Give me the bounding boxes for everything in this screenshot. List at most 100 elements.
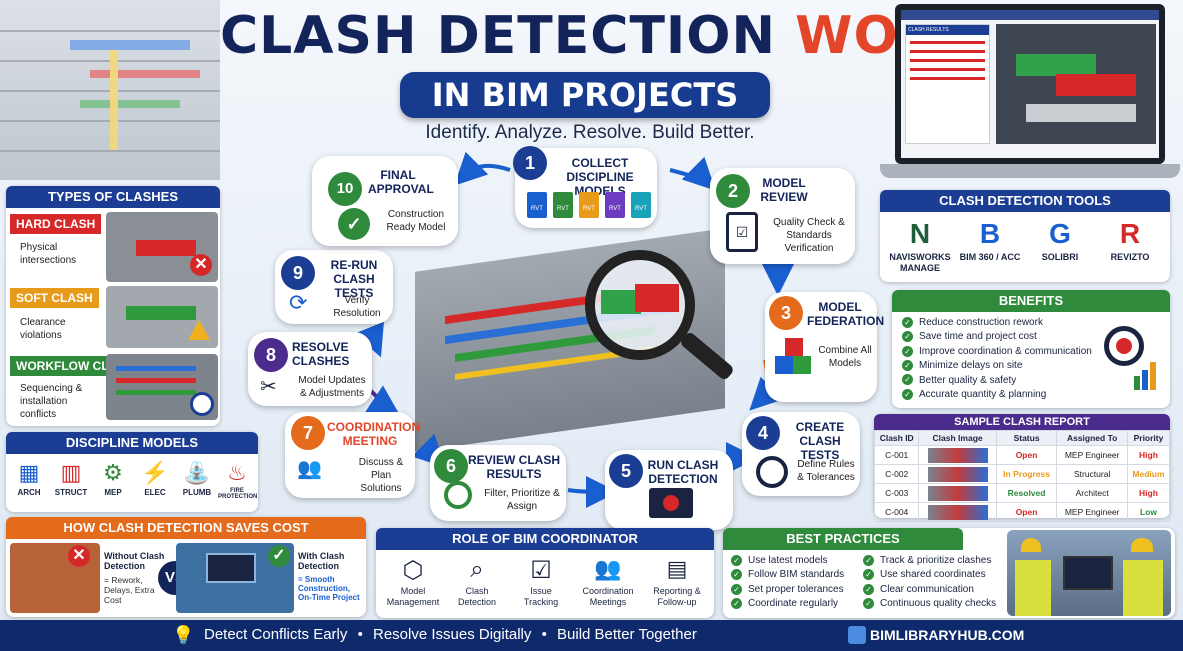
step-5-title: RUN CLASH DETECTION <box>647 458 719 486</box>
practice-item: ✓Continuous quality checks <box>863 597 996 611</box>
check-icon: ✓ <box>902 388 913 400</box>
building-icon: ▦ <box>18 460 40 485</box>
refresh-icon: ⟳ <box>289 290 308 315</box>
benefit-item: ✓Minimize delays on site <box>902 359 1092 373</box>
clash-thumbnail <box>918 502 997 522</box>
clipboard-icon: ☑ <box>726 212 758 252</box>
mep-icon: ⚙ <box>103 460 123 485</box>
laptop-panel-title: CLASH RESULTS <box>906 25 989 35</box>
check-icon: ✓ <box>863 598 874 610</box>
soft-clash-desc: Clearance violations <box>20 317 66 341</box>
table-cell: High <box>1126 445 1171 465</box>
table-cell: C-003 <box>873 483 920 503</box>
tools-title: CLASH DETECTION TOOLS <box>880 190 1170 212</box>
footer-bar: 💡 Detect Conflicts Early • Resolve Issue… <box>0 620 1183 651</box>
column-header: Status <box>995 430 1058 446</box>
step-5-run-clash-detection: 5 RUN CLASH DETECTION <box>605 450 733 530</box>
best-practices-title: BEST PRACTICES <box>723 528 963 550</box>
cost-panel: HOW CLASH DETECTION SAVES COST ✕ Without… <box>6 517 366 617</box>
discipline-fire: ♨FIRE PROTECTION <box>218 460 258 500</box>
check-icon: ✓ <box>863 569 874 581</box>
step-9-number: 9 <box>281 256 315 290</box>
practice-item: ✓Set proper tolerances <box>731 583 844 597</box>
check-icon: ✓ <box>902 345 913 357</box>
step-6-title: REVIEW CLASH RESULTS <box>467 453 560 481</box>
discipline-mep: ⚙MEP <box>94 460 132 497</box>
workflow-clash-desc: Sequencing & installation conflicts <box>20 383 83 420</box>
role-reporting: ▤ Reporting & Follow-up <box>646 556 708 608</box>
with-title: With Clash Detection <box>298 551 345 571</box>
benefits-list: ✓Reduce construction rework ✓Save time a… <box>902 316 1092 402</box>
table-cell: Resolved <box>995 483 1058 503</box>
step-8-title: RESOLVE CLASHES <box>292 340 350 368</box>
step-8-number: 8 <box>254 338 288 372</box>
check-icon: ✓ <box>863 554 874 566</box>
table-cell: MEP Engineer <box>1056 502 1128 522</box>
step-8-resolve-clashes: 8 RESOLVE CLASHES ✂ Model Updates & Adju… <box>248 332 372 406</box>
magnifier-chart-icon <box>444 481 472 509</box>
practice-item: ✓Track & prioritize clashes <box>863 554 996 568</box>
step-6-review-results: 6 REVIEW CLASH RESULTS Filter, Prioritiz… <box>430 445 566 521</box>
step-4-title: CREATE CLASH TESTS <box>795 420 845 462</box>
step-7-title: COORDINATION MEETING <box>327 420 421 448</box>
monitor-icon <box>649 488 693 518</box>
table-cell: C-004 <box>873 502 920 522</box>
step-9-rerun-tests: 9 RE-RUN CLASH TESTS ⟳ Verify Resolution <box>275 250 393 324</box>
report-title: SAMPLE CLASH REPORT <box>874 414 1170 430</box>
navisworks-logo-icon: N <box>909 218 931 249</box>
step-6-desc: Filter, Prioritize & Assign <box>484 488 560 512</box>
step-2-model-review: 2 MODEL REVIEW ☑ Quality Check & Standar… <box>710 168 855 264</box>
clash-report-table: Clash ID Clash Image Status Assigned To … <box>873 430 1171 522</box>
coordinator-panel: ROLE OF BIM COORDINATOR ⬡ Model Manageme… <box>376 528 714 618</box>
benefit-item: ✓Accurate quantity & planning <box>902 388 1092 402</box>
step-10-final-approval: 10 FINAL APPROVAL ✓ Construction Ready M… <box>312 156 458 246</box>
step-6-number: 6 <box>434 449 468 483</box>
cross-icon: ✕ <box>68 545 90 567</box>
benefit-item: ✓Save time and project cost <box>902 330 1092 344</box>
check-icon: ✓ <box>731 569 742 581</box>
cubes-icon <box>775 338 815 382</box>
tools-icon: ✂ <box>260 376 277 398</box>
role-clash-detection: ⌕ Clash Detection <box>448 556 506 608</box>
clash-thumbnail <box>918 464 997 484</box>
report-chart-icon: ▤ <box>666 556 688 581</box>
table-cell: C-001 <box>873 445 920 465</box>
role-coordination-meetings: 👥 Coordination Meetings <box>576 556 640 608</box>
types-of-clashes-panel: TYPES OF CLASHES HARD CLASH Physical int… <box>6 186 220 426</box>
role-model-management: ⬡ Model Management <box>384 556 442 608</box>
error-icon: ✕ <box>190 254 212 276</box>
fire-hydrant-icon: ♨ <box>227 460 247 485</box>
tool-revizto: R REVIZTO <box>1098 218 1162 263</box>
practice-item: ✓Follow BIM standards <box>731 568 844 582</box>
benefits-title: BENEFITS <box>892 290 1170 312</box>
table-cell: C-002 <box>873 464 920 484</box>
without-desc: = Rework, Delays, Extra Cost <box>104 575 155 605</box>
step-7-desc: Discuss & Plan Solutions <box>358 457 404 494</box>
cube-icon: ⬡ <box>402 557 424 584</box>
check-icon: ✓ <box>268 545 290 567</box>
lightning-icon: ⚡ <box>141 460 169 485</box>
column-header: Clash ID <box>873 430 920 446</box>
tools-panel: CLASH DETECTION TOOLS N NAVISWORKS MANAG… <box>880 190 1170 282</box>
page-title: CLASH DETECTION WORKFLOW <box>220 6 1152 66</box>
hard-clash-desc: Physical intersections <box>20 242 77 266</box>
building-illustration <box>0 0 220 180</box>
with-desc: = Smooth Construction, On-Time Project <box>298 575 360 602</box>
target-growth-icon <box>1104 326 1160 396</box>
rvt-file-icon: RVT <box>605 192 625 218</box>
tool-navisworks: N NAVISWORKS MANAGE <box>889 218 951 273</box>
types-of-clashes-title: TYPES OF CLASHES <box>6 186 220 208</box>
lightbulb-icon: 💡 <box>172 625 195 645</box>
benefit-item: ✓Better quality & safety <box>902 374 1092 388</box>
check-icon: ✓ <box>863 583 874 595</box>
best-practices-panel: BEST PRACTICES ✓Use latest models ✓Follo… <box>723 528 1175 618</box>
discipline-struct: ▥STRUCT <box>52 460 90 497</box>
best-practices-col2: ✓Track & prioritize clashes ✓Use shared … <box>863 554 996 612</box>
people-icon: 👥 <box>594 556 622 581</box>
column-header: Clash Image <box>918 430 997 446</box>
approval-check-icon: ✓ <box>338 208 370 240</box>
checklist-icon: ☑ <box>530 557 552 584</box>
solibri-logo-icon: G <box>1049 218 1071 249</box>
